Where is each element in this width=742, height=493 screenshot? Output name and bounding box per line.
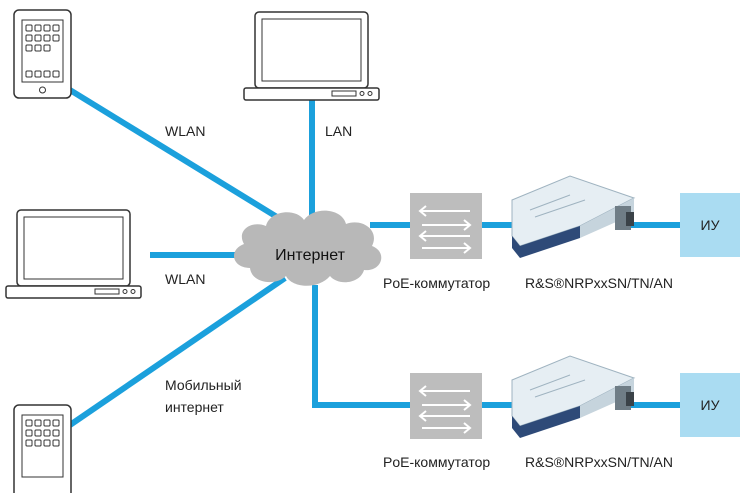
tablet-icon xyxy=(13,9,72,99)
internet-cloud: Интернет xyxy=(233,210,382,286)
mobile-internet-label: интернет xyxy=(165,399,224,415)
power-sensor-image xyxy=(511,175,636,258)
dut-box: ИУ xyxy=(680,373,740,437)
switch-label: PoE-коммутатор xyxy=(383,454,490,470)
dut-box: ИУ xyxy=(680,193,740,257)
mobile-internet-label: Мобильный xyxy=(165,377,242,393)
dut-label: ИУ xyxy=(701,397,720,413)
poe-switch-icon xyxy=(410,373,482,439)
connection-lines xyxy=(68,87,680,428)
laptop-top-icon xyxy=(243,11,380,101)
lan-label: LAN xyxy=(325,123,352,139)
switch-label: PoE-коммутатор xyxy=(383,275,490,291)
link-tablet-top xyxy=(68,87,292,228)
dut-label: ИУ xyxy=(701,217,720,233)
power-sensor-image xyxy=(511,355,636,438)
cloud-label: Интернет xyxy=(275,247,345,264)
tablet-mobile-icon xyxy=(13,404,72,493)
link-mobile xyxy=(68,275,287,428)
wlan-label: WLAN xyxy=(165,271,205,287)
sensor-label: R&S®NRPxxSN/TN/AN xyxy=(525,275,673,291)
poe-switch-icon xyxy=(410,193,482,259)
link-cloud-switch2 xyxy=(312,285,410,408)
laptop-left-icon xyxy=(5,209,142,299)
wlan-label: WLAN xyxy=(165,123,205,139)
sensor-label: R&S®NRPxxSN/TN/AN xyxy=(525,454,673,470)
